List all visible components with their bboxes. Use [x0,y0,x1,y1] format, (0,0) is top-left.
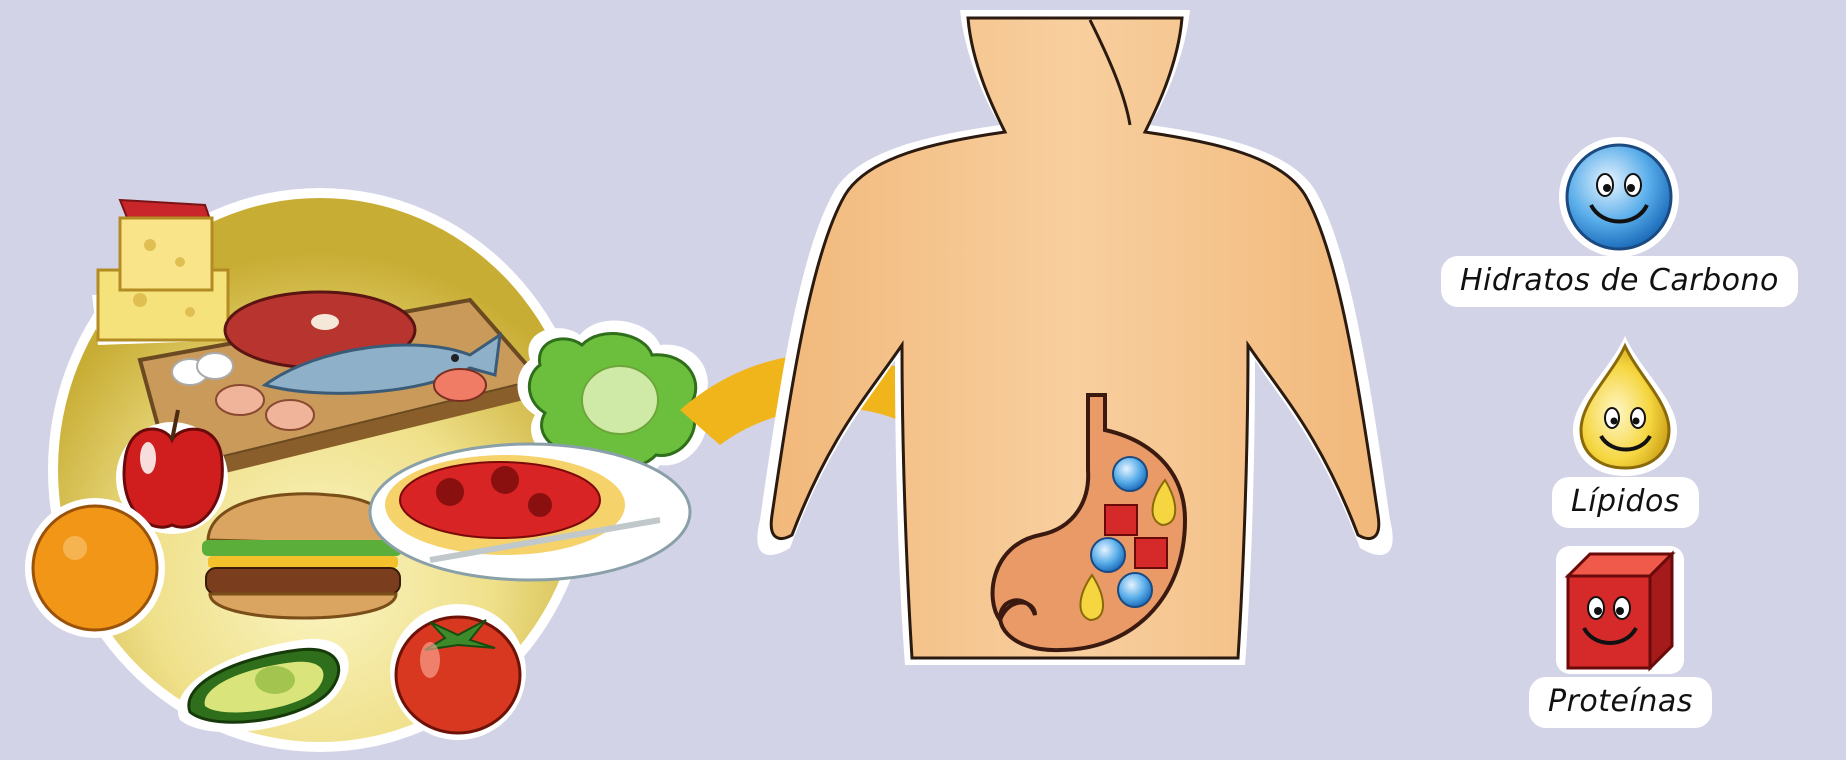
legend-label-carbohydrates: Hidratos de Carbono [1444,259,1795,304]
legend-proteins: Proteínas [1532,540,1709,725]
tomato-icon [390,604,526,740]
red-smiley-cube-icon [1550,540,1690,680]
yellow-smiley-drop-icon [1565,330,1685,480]
orange-icon [25,498,165,638]
spaghetti-plate-icon [370,444,690,580]
legend-label-lipids: Lípidos [1555,480,1696,525]
legend-lipids: Lípidos [1555,330,1696,525]
legend-label-proteins: Proteínas [1532,680,1709,725]
legend-carbohydrates: Hidratos de Carbono [1444,135,1795,304]
food-group [25,188,708,752]
blue-smiley-ball-icon [1557,135,1681,259]
